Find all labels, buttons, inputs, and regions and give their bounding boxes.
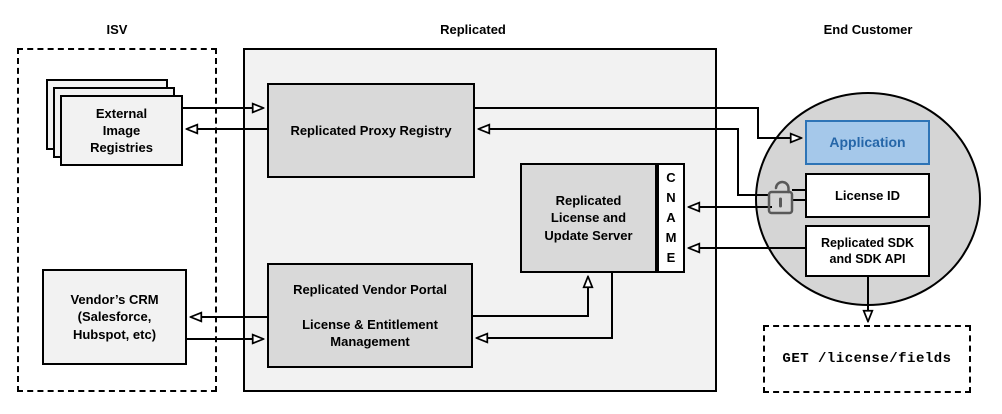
proxy-registry-node: Replicated Proxy Registry	[267, 83, 475, 178]
vendor-crm-node: Vendor’s CRM (Salesforce, Hubspot, etc)	[42, 269, 187, 365]
section-title-replicated: Replicated	[440, 22, 506, 37]
license-id-node: License ID	[805, 173, 930, 218]
cname-node: C N A M E	[657, 163, 685, 273]
section-title-isv: ISV	[106, 22, 128, 37]
license-update-server-node: Replicated License and Update Server	[520, 163, 657, 273]
vendor-portal-node: Replicated Vendor Portal License & Entit…	[267, 263, 473, 368]
get-license-fields-node: GET /license/fields	[763, 325, 971, 393]
replicated-sdk-node: Replicated SDK and SDK API	[805, 225, 930, 277]
external-image-registries-node: External Image Registries	[60, 95, 183, 166]
application-node: Application	[805, 120, 930, 165]
section-title-end-customer: End Customer	[823, 22, 913, 37]
